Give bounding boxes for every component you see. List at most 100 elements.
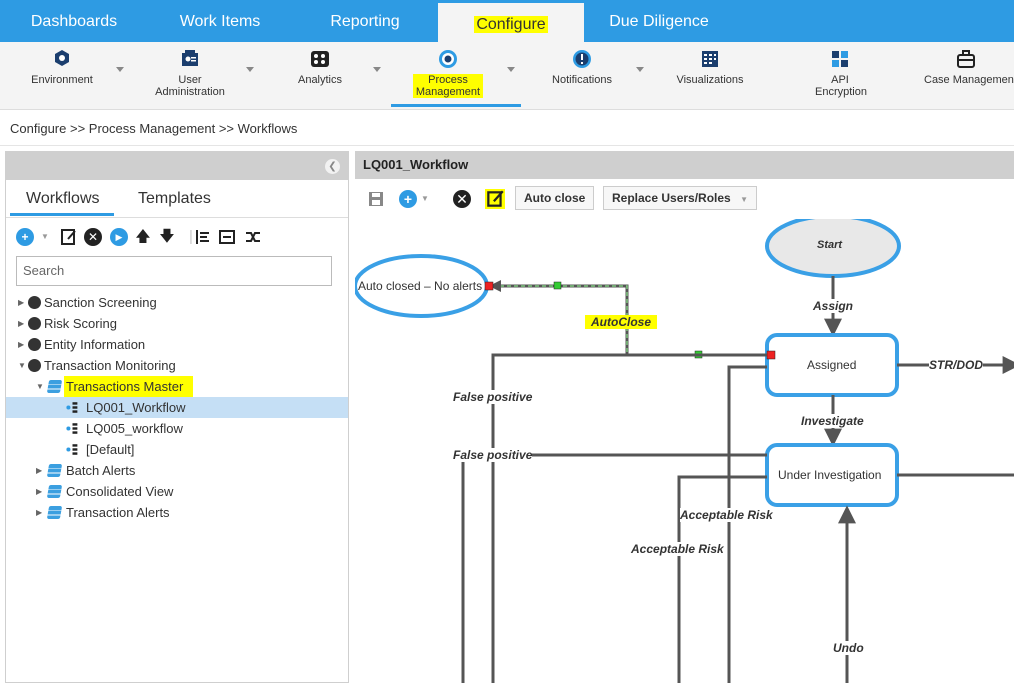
align-icon[interactable] [194,228,212,246]
add-state-icon[interactable]: + [399,190,417,208]
tab-configure[interactable]: Configure [438,0,584,42]
replace-users-roles-label: Replace Users/Roles [612,191,731,205]
subnav-environment[interactable]: Environment [22,48,102,106]
subnav-analytics[interactable]: Analytics [288,48,352,106]
environment-dropdown-icon[interactable] [116,67,124,72]
move-up-icon[interactable]: 🡅 [135,228,151,245]
tree-node-default[interactable]: [Default] [6,439,348,460]
workflow-icon [66,423,78,434]
subnav-process-label: Process Management [413,74,483,98]
tree-node-label: Entity Information [44,337,146,352]
globe-icon [28,317,41,330]
tree-node-entity-information[interactable]: ▶ Entity Information [6,334,348,355]
edge-undo-label: Undo [833,641,864,655]
edge-handle-end[interactable] [766,350,776,360]
replace-users-roles-button[interactable]: Replace Users/Roles ▼ [603,186,757,210]
edge-assign-label: Assign [813,299,854,313]
add-state-dropdown-icon[interactable]: ▼ [421,194,429,203]
delete-state-icon[interactable]: ✕ [453,190,471,208]
workflow-canvas[interactable]: Start Assigned Under Investigation Auto … [355,219,1014,683]
move-down-icon[interactable]: 🡇 [159,228,175,245]
save-icon[interactable] [367,189,385,209]
notifications-dropdown-icon[interactable] [636,67,644,72]
edge-handle[interactable] [553,281,562,290]
tab-due-diligence[interactable]: Due Diligence [609,13,709,30]
user-admin-icon [182,50,198,66]
tab-templates[interactable]: Templates [138,190,211,207]
user-admin-dropdown-icon[interactable] [246,67,254,72]
collapse-all-icon[interactable] [218,228,236,246]
workflow-icon [66,402,78,413]
tab-work-items[interactable]: Work Items [179,13,261,30]
subnav-process-management[interactable]: Process Management [405,48,491,106]
tree-node-sanction-screening[interactable]: ▶ Sanction Screening [6,292,348,313]
process-dropdown-icon[interactable] [507,67,515,72]
process-icon [439,50,457,68]
expand-icon[interactable]: ▶ [18,319,25,328]
auto-close-button[interactable]: Auto close [515,186,595,210]
subnav-user-administration[interactable]: User Administration [148,48,232,106]
tree-node-label: LQ001_Workflow [86,400,186,415]
edge-handle-start[interactable] [484,281,494,291]
add-icon[interactable]: + [16,228,34,246]
edge-acceptable-risk-2[interactable] [677,475,767,683]
state-assigned-label: Assigned [807,358,857,372]
tree-node-lq001-workflow[interactable]: LQ001_Workflow [6,397,348,418]
visualizations-icon [702,51,718,67]
globe-icon [28,338,41,351]
edge-false-positive-1[interactable] [491,353,767,683]
edge-acceptable-risk-1[interactable] [727,365,767,683]
collapse-panel-icon[interactable]: ❮ [325,159,340,174]
tab-workflows[interactable]: Workflows [26,190,100,207]
subnav-notifications[interactable]: Notifications [544,48,620,106]
layers-icon [46,380,63,393]
tree-node-transaction-alerts[interactable]: ▶ Transaction Alerts [6,502,348,523]
add-dropdown-icon[interactable]: ▼ [41,232,49,241]
subnav-visualizations[interactable]: Visualizations [670,48,750,106]
workflow-toolbar: + ▼ ✕ Auto close Replace Users/Roles ▼ [355,179,1014,219]
tree-toolbar: + ▼ ✕ ▶ 🡅 🡇 | [6,218,348,258]
expand-icon[interactable]: ▶ [18,340,25,349]
shuffle-icon[interactable] [244,228,262,246]
tree-node-transactions-master[interactable]: ▼ Transactions Master [6,376,348,397]
tree-node-risk-scoring[interactable]: ▶ Risk Scoring [6,313,348,334]
tab-reporting[interactable]: Reporting [330,13,400,30]
expand-icon[interactable]: ▶ [18,298,25,307]
edge-false-positive-2[interactable] [461,453,767,683]
delete-icon[interactable]: ✕ [84,228,102,246]
expand-icon[interactable]: ▶ [36,508,43,517]
state-under-investigation-label: Under Investigation [778,468,882,482]
notifications-icon [573,50,591,68]
play-icon[interactable]: ▶ [110,228,128,246]
subnav-api-label: API Encryption [815,74,867,98]
expand-icon[interactable]: ▶ [36,466,43,475]
breadcrumb-bar [0,110,1014,146]
edit-icon[interactable] [60,228,78,246]
tree-node-batch-alerts[interactable]: ▶ Batch Alerts [6,460,348,481]
layers-icon [46,464,63,477]
collapse-icon[interactable]: ▼ [18,361,26,370]
left-panel-tabs: Workflows Templates [6,180,348,218]
search-input[interactable]: Search [16,256,332,286]
tree-node-consolidated-view[interactable]: ▶ Consolidated View [6,481,348,502]
subnav-visualizations-label: Visualizations [676,74,744,86]
edit-highlighted-icon[interactable] [485,189,505,209]
analytics-dropdown-icon[interactable] [373,67,381,72]
tree-node-lq005-workflow[interactable]: LQ005_workflow [6,418,348,439]
subnav-user-admin-label: User Administration [155,74,225,98]
tab-dashboards[interactable]: Dashboards [30,13,118,30]
left-panel-header: ❮ [6,152,348,180]
analytics-icon [311,51,329,67]
tree-node-label: LQ005_workflow [86,421,183,436]
state-auto-closed-label: Auto closed – No alerts [358,279,483,293]
workflow-title: LQ001_Workflow [355,151,1014,179]
separator: | [189,228,193,245]
tree-node-transaction-monitoring[interactable]: ▼ Transaction Monitoring [6,355,348,376]
tab-configure-label: Configure [474,16,548,33]
subnav-api-encryption[interactable]: API Encryption [800,48,880,106]
subnav-active-indicator [391,104,521,107]
expand-icon[interactable]: ▶ [36,487,43,496]
collapse-icon[interactable]: ▼ [36,382,44,391]
tree-node-label: Risk Scoring [44,316,117,331]
subnav-case-management[interactable]: Case Management [918,48,1014,106]
